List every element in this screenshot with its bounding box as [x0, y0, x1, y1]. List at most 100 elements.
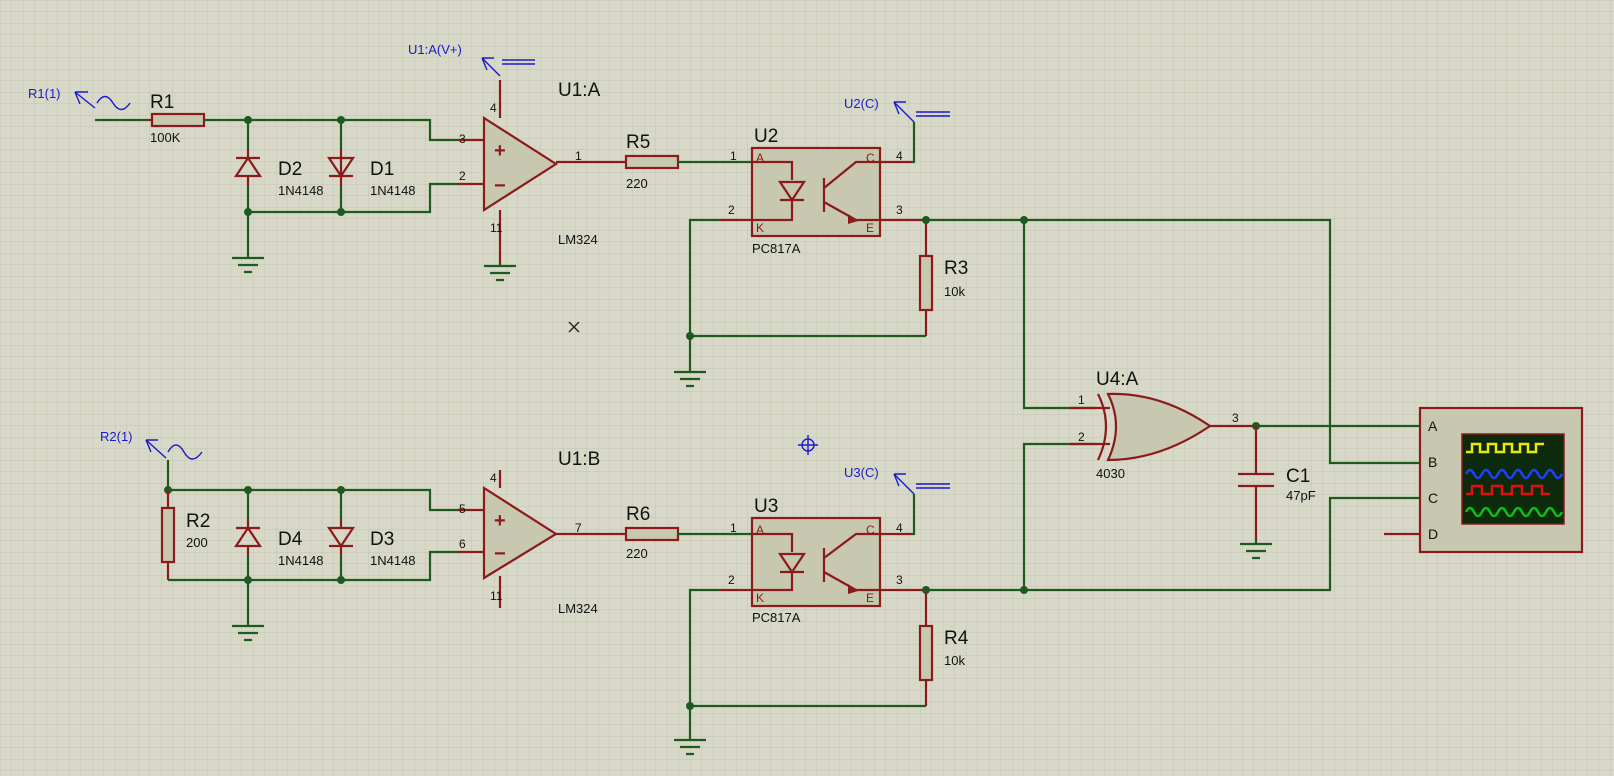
u1a-pin2: 2	[459, 169, 466, 183]
ground-symbol	[1240, 540, 1272, 560]
u1a-plus: +	[494, 140, 506, 162]
d1-ref: D1	[370, 159, 394, 180]
u1b-pin5: 5	[459, 502, 466, 516]
wire-u3-emitter	[922, 496, 1420, 592]
wire-u3-k	[688, 588, 926, 708]
r6-value: 220	[626, 546, 648, 561]
resistor-r5[interactable]: R5 220	[624, 132, 680, 191]
junction	[244, 116, 252, 124]
probe-u2c[interactable]: U2(C)	[844, 96, 950, 123]
oscilloscope[interactable]: A B C D	[1418, 406, 1584, 554]
junction	[337, 486, 345, 494]
u3-pin2: 2	[728, 573, 735, 587]
u4a-pin1: 1	[1078, 393, 1085, 407]
ground-symbol	[484, 264, 516, 282]
opamp-u1a[interactable]: + − 3 2 1 4 11 U1:A LM324	[458, 80, 640, 264]
u3-pin-a: A	[756, 523, 764, 537]
wire-u3-collector	[912, 494, 916, 536]
resistor-r4[interactable]: R4 10k	[918, 590, 969, 706]
d3-ref: D3	[370, 529, 394, 550]
u1a-minus: −	[494, 175, 506, 197]
u1a-pin1: 1	[575, 149, 582, 163]
u4a-ref: U4:A	[1096, 369, 1139, 390]
resistor-r3[interactable]: R3 10k	[918, 220, 968, 336]
r5-ref: R5	[626, 132, 650, 153]
ground-symbol	[232, 212, 264, 274]
optocoupler-u2[interactable]: A K C E 1 2 3 4 U2 PC817A	[720, 126, 922, 256]
u1a-pin11: 11	[490, 221, 503, 235]
r6-ref: R6	[626, 504, 650, 525]
u2-ref: U2	[754, 126, 778, 147]
u1b-ref: U1:B	[558, 449, 600, 470]
ground-symbol	[674, 706, 706, 756]
probe-u1a-vplus-label: U1:A(V+)	[408, 42, 462, 57]
u4a-pin2: 2	[1078, 430, 1085, 444]
optocoupler-u3[interactable]: A K C E 1 2 3 4 U3 PC817A	[720, 496, 922, 625]
d2-ref: D2	[278, 159, 302, 180]
d2-value: 1N4148	[278, 183, 324, 198]
u2-pin-a: A	[756, 151, 764, 165]
r4-ref: R4	[944, 628, 969, 649]
r3-ref: R3	[944, 258, 968, 279]
ground-symbol	[232, 580, 264, 642]
r5-value: 220	[626, 176, 648, 191]
u2-value: PC817A	[752, 241, 801, 256]
u2-pin2: 2	[728, 203, 735, 217]
junction	[337, 576, 345, 584]
u1b-pin6: 6	[459, 537, 466, 551]
diode-d3[interactable]: D3 1N4148	[326, 520, 416, 568]
u1b-pin7: 7	[575, 521, 582, 535]
u1b-minus: −	[494, 543, 506, 565]
capacitor-c1[interactable]: C1 47pF	[1238, 426, 1316, 540]
diode-d2[interactable]: D2 1N4148	[233, 150, 324, 198]
scope-trace-c	[1466, 484, 1550, 496]
u1a-pin4: 4	[490, 101, 497, 115]
probe-r2-label: R2(1)	[100, 429, 133, 444]
u2-pin-e: E	[866, 221, 874, 235]
r1-value: 100K	[150, 130, 181, 145]
xor-gate-u4a[interactable]: 1 2 3 U4:A 4030	[1070, 369, 1260, 481]
u2-pin-c: C	[866, 151, 875, 165]
wire-r2-top	[166, 460, 458, 512]
wire-diodes-top	[246, 120, 343, 150]
resistor-r2[interactable]: R2 200	[160, 490, 210, 580]
resistor-r6[interactable]: R6 220	[624, 504, 680, 561]
u1b-value: LM324	[558, 601, 598, 616]
u3-pin4: 4	[896, 521, 903, 535]
c1-ref: C1	[1286, 466, 1310, 487]
junction	[244, 486, 252, 494]
u2-pin3: 3	[896, 203, 903, 217]
opamp-u1b[interactable]: + − 5 6 7 4 11 U1:B LM324	[458, 449, 640, 616]
probe-u1a-vplus[interactable]: U1:A(V+)	[408, 42, 535, 77]
r2-value: 200	[186, 535, 208, 550]
u1a-ref: U1:A	[558, 80, 601, 101]
u1b-pin11: 11	[490, 589, 503, 603]
r2-ref: R2	[186, 511, 210, 532]
probe-r1[interactable]: R1(1)	[28, 86, 131, 111]
c1-value: 47pF	[1286, 488, 1316, 503]
scope-trace-a	[1466, 442, 1544, 454]
ground-symbol	[674, 336, 706, 388]
origin-marker	[798, 435, 818, 455]
d1-value: 1N4148	[370, 183, 416, 198]
junction	[337, 116, 345, 124]
probe-u3c[interactable]: U3(C)	[844, 465, 950, 495]
wire-d34-top	[246, 490, 343, 520]
scope-channel-c: C	[1428, 490, 1438, 506]
u3-pin-c: C	[866, 523, 875, 537]
diode-d4[interactable]: D4 1N4148	[233, 520, 324, 568]
d3-value: 1N4148	[370, 553, 416, 568]
probe-r1-label: R1(1)	[28, 86, 61, 101]
u3-value: PC817A	[752, 610, 801, 625]
u3-pin-k: K	[756, 591, 764, 605]
r4-value: 10k	[944, 653, 965, 668]
probe-r2[interactable]: R2(1)	[100, 429, 203, 460]
u2-pin-k: K	[756, 221, 764, 235]
wire-u2-emitter	[922, 218, 1420, 465]
u4a-value: 4030	[1096, 466, 1125, 481]
scope-channel-d: D	[1428, 526, 1438, 542]
r3-value: 10k	[944, 284, 965, 299]
diode-d1[interactable]: D1 1N4148	[326, 150, 416, 198]
